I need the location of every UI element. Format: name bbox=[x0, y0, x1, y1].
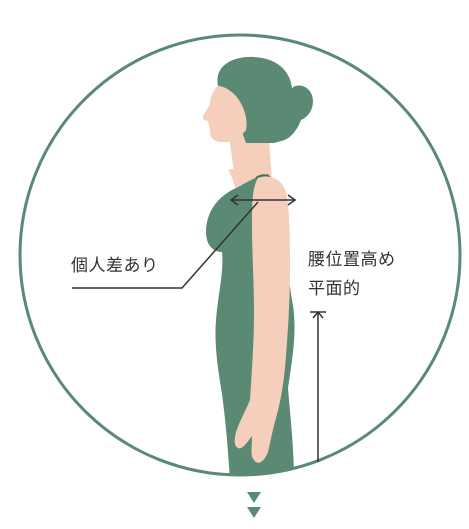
double-down-triangle-icon bbox=[247, 492, 261, 518]
individual-difference-leader bbox=[72, 201, 259, 289]
waist-position-label-line2: 平面的 bbox=[308, 279, 361, 299]
individual-difference-label: 個人差あり bbox=[71, 256, 159, 276]
shoulder-width-arrow bbox=[229, 194, 297, 206]
shoulder-skin bbox=[228, 166, 266, 190]
waist-position-label-line1: 腰位置高め bbox=[308, 250, 396, 270]
arm bbox=[234, 176, 290, 463]
woman-silhouette bbox=[202, 56, 313, 475]
waist-height-arrow bbox=[310, 310, 326, 462]
face bbox=[202, 86, 247, 142]
